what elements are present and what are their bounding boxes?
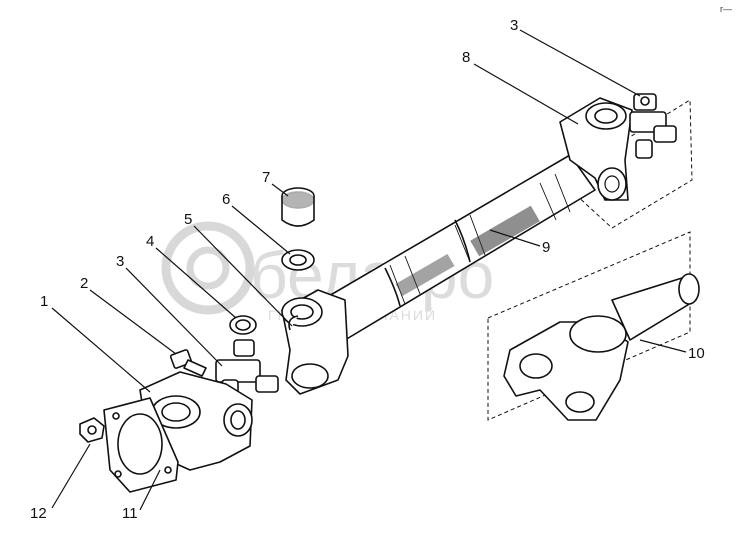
part-9-shaft-tube [321, 154, 596, 341]
part-7-cap [281, 187, 315, 227]
callouts: 1 2 3 3 4 5 6 7 8 9 10 11 12 [30, 17, 705, 522]
part-11-gasket [103, 397, 179, 493]
leader-11 [139, 469, 161, 511]
leader-4 [155, 247, 237, 319]
leader-7 [271, 183, 289, 197]
lower-yoke [281, 289, 349, 395]
callout-5: 5 [184, 211, 192, 228]
callout-3-upper: 3 [510, 17, 518, 34]
part-10-slip-yoke [503, 273, 700, 421]
watermark-logo [161, 221, 255, 315]
watermark-logo-inner [186, 246, 230, 290]
part-3-upper-cross [629, 93, 677, 159]
callout-7: 7 [262, 169, 270, 186]
callout-4: 4 [146, 233, 154, 250]
leader-5 [193, 225, 293, 327]
callout-2: 2 [80, 275, 88, 292]
callout-8: 8 [462, 49, 470, 66]
part-4-o-ring [229, 315, 257, 335]
leader-6 [231, 205, 291, 255]
callout-11: 11 [122, 505, 138, 522]
leader-2 [89, 289, 177, 355]
part-8-upper-yoke [559, 97, 633, 201]
callout-6: 6 [222, 191, 230, 208]
corner-mark: r— [720, 4, 732, 14]
callout-12: 12 [30, 505, 47, 522]
leader-12 [51, 443, 91, 509]
leader-3a [125, 267, 223, 367]
callout-3-lower: 3 [116, 253, 124, 270]
leader-9 [489, 229, 541, 247]
part-2-bolt [169, 349, 207, 377]
leader-lines [51, 29, 687, 511]
callout-1: 1 [40, 293, 48, 310]
part-6-seal-ring [281, 249, 315, 271]
part-12-nut [79, 417, 105, 443]
leader-1 [51, 307, 151, 393]
callout-10: 10 [688, 345, 705, 362]
leader-10 [639, 339, 687, 353]
leader-3b [519, 29, 641, 97]
callout-9: 9 [542, 239, 550, 256]
part-5-snap-ring [288, 315, 299, 331]
leader-8 [473, 63, 579, 125]
